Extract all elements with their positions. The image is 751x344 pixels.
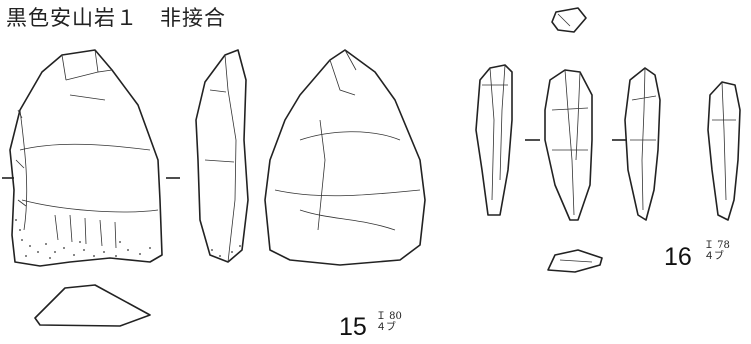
artifact-16-view-4	[707, 81, 741, 221]
artifact-15-catalog-line2: ４ブ	[376, 322, 396, 333]
artifact-16-view-1	[475, 64, 513, 216]
artifact-16-catalog-line1: Ｉ 78	[704, 240, 730, 251]
artifact-15-cortex-stipple	[15, 219, 151, 259]
artifact-16-catalog-line2: ４ブ	[704, 251, 724, 262]
artifact-15-back-view	[264, 49, 426, 266]
artifact-15-platform-section	[34, 284, 151, 327]
artifact-15-number: 15	[339, 313, 367, 341]
artifact-16-number: 16	[664, 243, 692, 271]
artifact-16-view-2	[544, 69, 593, 221]
artifact-16-view-3	[624, 67, 661, 221]
artifact-16-bottom-section	[547, 249, 603, 273]
artifact-16-top-section	[551, 7, 587, 33]
artifact-15-catalog-line1: Ｉ 80	[376, 311, 402, 322]
figure-title: 黒色安山岩１ 非接合	[6, 6, 226, 30]
artifact-15-front-view	[9, 49, 163, 267]
artifact-15-side-view	[195, 49, 249, 263]
